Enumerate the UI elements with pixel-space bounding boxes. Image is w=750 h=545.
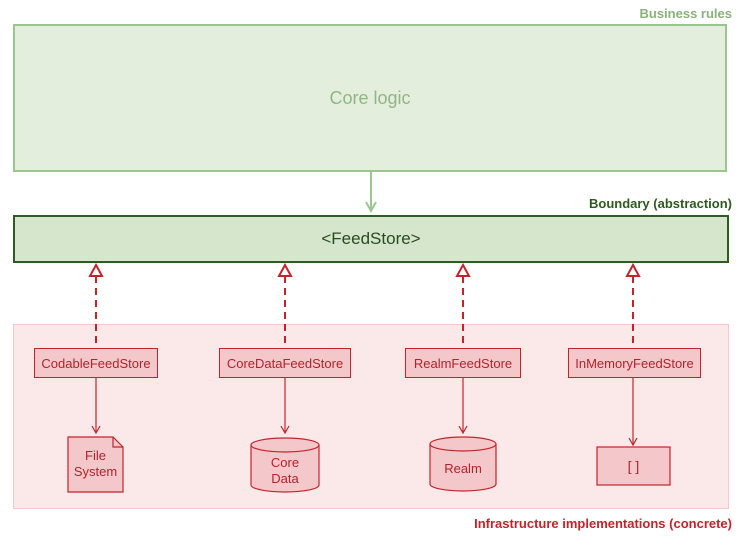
dependency-arrow	[365, 172, 377, 214]
implements-arrow-coredata	[277, 262, 293, 348]
file-system-document-icon	[67, 436, 124, 493]
codable-feed-store-box: CodableFeedStore	[34, 348, 158, 378]
in-memory-label: [ ]	[627, 458, 640, 474]
implements-arrow-inmemory	[625, 262, 641, 348]
uses-arrow-inmemory	[628, 378, 638, 447]
uses-arrow-codable	[91, 378, 101, 435]
realm-label: Realm	[444, 461, 482, 476]
core-data-label: Core Data	[270, 455, 300, 486]
implements-arrow-codable	[88, 262, 104, 348]
infrastructure-label: Infrastructure implementations (concrete…	[474, 516, 732, 531]
core-logic-label: Core logic	[329, 87, 411, 108]
file-system-label: File System	[73, 448, 118, 479]
feed-store-protocol-box: <FeedStore>	[13, 215, 729, 263]
uses-arrow-realm	[458, 378, 468, 435]
realm-database-icon	[429, 436, 497, 492]
core-data-feed-store-box: CoreDataFeedStore	[219, 348, 351, 378]
realm-feed-store-box: RealmFeedStore	[405, 348, 521, 378]
business-rules-label: Business rules	[639, 6, 733, 21]
uses-arrow-coredata	[280, 378, 290, 435]
boundary-label: Boundary (abstraction)	[588, 196, 732, 211]
in-memory-array-icon	[596, 446, 671, 486]
feed-store-label: <FeedStore>	[321, 229, 421, 248]
in-memory-feed-store-box: InMemoryFeedStore	[568, 348, 701, 378]
core-data-database-icon	[250, 437, 320, 493]
implements-arrow-realm	[455, 262, 471, 347]
core-logic-box: Core logic	[13, 24, 727, 172]
